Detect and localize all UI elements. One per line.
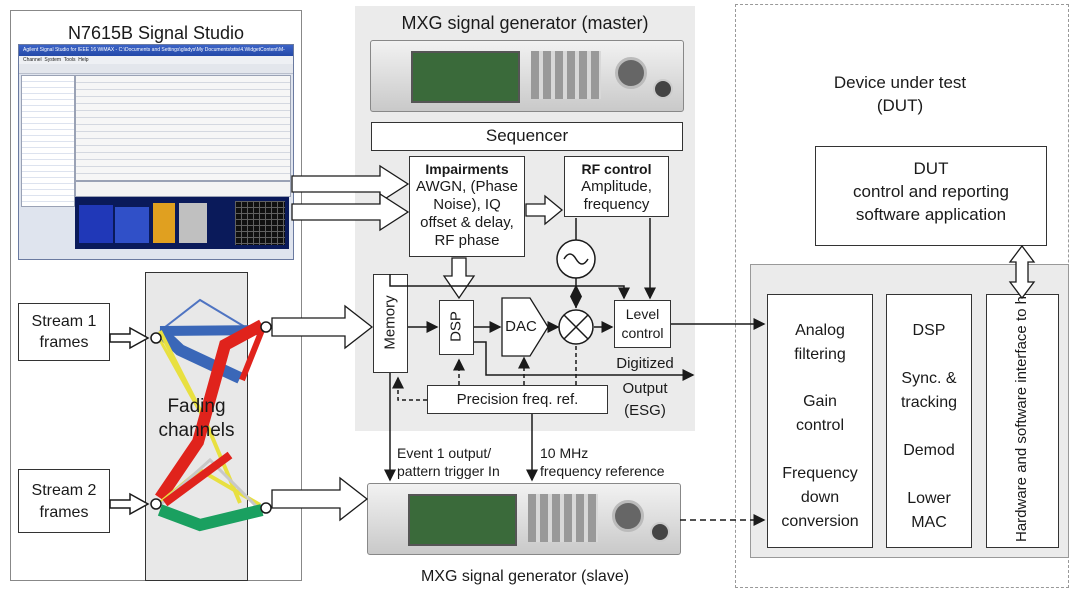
digitized-output-line-1: Digitized [616,355,674,372]
host-interface-box [986,294,1059,548]
event-output-line-1: Event 1 output/ [397,445,492,461]
dut-analog-box [767,294,873,548]
slave-connector [650,522,670,542]
screenshot-tree [21,75,75,207]
screenshot-waveform [75,197,289,249]
impairments-line-3: offset & delay, [420,214,514,231]
screenshot-properties [75,75,291,181]
analog-line-2: filtering [794,346,846,363]
impairments-line-4: RF phase [434,232,500,249]
rf-control-title: RF control [581,161,652,177]
slave-screen [408,494,517,546]
master-knob [615,57,647,89]
impairments-box [409,156,525,257]
analog-line-9: conversion [781,513,859,530]
master-screen [411,51,520,103]
freq-ref-line-1: 10 MHz [540,445,589,461]
analog-line-1: Analog [795,322,845,339]
master-generator-image [370,40,684,112]
host-interface-label: Hardware and software interface to host [1013,276,1030,542]
level-control-line-1: Level [625,306,660,322]
analog-line-4: Gain [803,393,837,410]
master-title: MXG signal generator (master) [401,13,649,33]
dut-title-line-2: (DUT) [876,96,924,115]
precision-freq-ref-label: Precision freq. ref. [456,391,579,408]
signal-studio-screenshot: Agilent Signal Studio for IEEE 16 WiMAX … [18,44,294,260]
stream-1-line-1: Stream 1 [31,313,97,330]
screenshot-titlebar: Agilent Signal Studio for IEEE 16 WiMAX … [19,45,293,56]
precision-freq-ref-box [427,385,608,414]
slave-generator-image [367,483,681,555]
digitized-output-line-3: (ESG) [624,402,666,419]
impairments-title: Impairments [425,161,509,177]
stream-2-line-2: frames [39,504,89,521]
screenshot-table [75,181,291,197]
event-output-line-2: pattern trigger In [397,463,500,479]
dut-dsp-line-3: Sync. & [901,370,957,387]
slave-keypad [528,494,598,542]
rf-control-box [564,156,669,217]
fading-line-2: channels [158,420,235,441]
fading-line-1: Fading [167,396,226,417]
dut-dsp-line-4: tracking [900,394,958,411]
memory-label: Memory [381,295,399,350]
dut-dsp-line-8: Lower [907,490,951,507]
menu-system: System [44,57,62,63]
dut-control-app-box [815,146,1047,246]
level-control-box [614,300,671,348]
dut-dsp-line-9: MAC [911,514,947,531]
rf-control-line-1: Amplitude, [581,178,652,195]
impairments-line-2: Noise), IQ [433,196,501,213]
dut-control-line-3: software application [855,205,1007,224]
stream-2-line-1: Stream 2 [31,482,97,499]
dut-dsp-line-1: DSP [912,322,946,339]
signal-studio-title: N7615B Signal Studio [67,23,245,43]
sequencer-box [371,122,683,151]
analog-line-8: down [800,489,840,506]
screenshot-toolbar [19,64,293,74]
dut-dsp-box [886,294,972,548]
stream-1-line-2: frames [39,334,89,351]
master-connector [653,79,673,99]
menu-help: Help [78,57,89,63]
impairments-line-1: AWGN, (Phase [416,178,518,195]
menu-tools: Tools [63,57,76,63]
digitized-output-line-2: Output [622,380,668,397]
analog-line-5: control [795,417,845,434]
master-keypad [531,51,601,99]
dsp-box [439,300,474,355]
menu-channel: Channel [23,57,42,63]
sequencer-label: Sequencer [485,126,569,145]
dsp-label: DSP [447,311,465,342]
slave-knob [612,500,644,532]
screenshot-menubar: Channel System Tools Help [19,56,293,64]
rf-control-line-2: frequency [583,196,650,213]
dut-title-line-1: Device under test [833,73,967,92]
stream-2-box [18,469,110,533]
analog-line-7: Frequency [782,465,858,482]
dut-control-line-1: DUT [913,159,949,178]
dut-dsp-line-6: Demod [903,442,955,459]
dut-control-line-2: control and reporting [853,182,1009,201]
dac-label: DAC [505,318,537,335]
freq-ref-line-2: frequency reference [540,463,665,479]
slave-title: MXG signal generator (slave) [420,568,630,585]
level-control-line-2: control [621,325,664,341]
stream-1-box [18,303,110,361]
